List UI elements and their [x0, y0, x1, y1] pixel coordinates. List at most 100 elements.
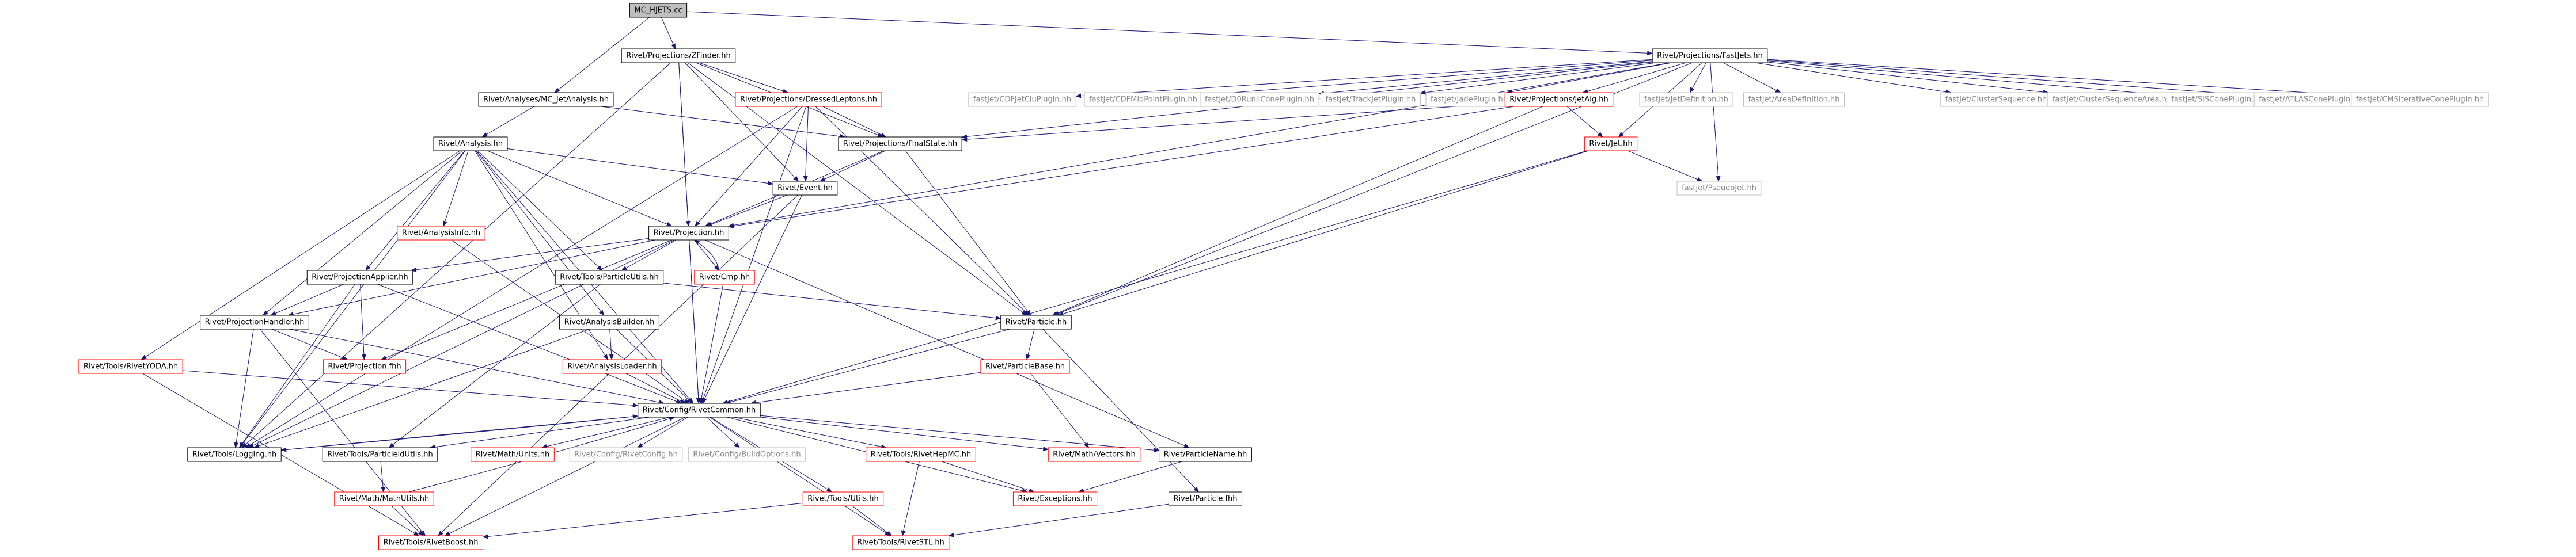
edge-cmp-to-rivetcommon	[699, 284, 724, 404]
edge-logging-to-rivetcommon	[281, 414, 639, 451]
node-label: fastjet/JetDefinition.hh	[1644, 96, 1728, 104]
graph-node-jetalg[interactable]: Rivet/Projections/JetAlg.hh	[1504, 92, 1614, 107]
graph-node-projection[interactable]: Rivet/Projection.hh	[648, 226, 729, 241]
graph-node-particlebase[interactable]: Rivet/ParticleBase.hh	[980, 359, 1070, 374]
graph-node-utils[interactable]: Rivet/Tools/Utils.hh	[802, 491, 884, 506]
node-label: fastjet/JadePlugin.hh	[1431, 96, 1508, 104]
graph-node-rivetcommon[interactable]: Rivet/Config/RivetCommon.hh	[638, 403, 761, 418]
node-box	[1012, 491, 1098, 506]
graph-node-mathvectors[interactable]: Rivet/Math/Vectors.hh	[1048, 447, 1141, 462]
graph-node-particlefhh[interactable]: Rivet/Particle.fhh	[1168, 491, 1243, 506]
edge-projapplier-to-projectionfhh	[360, 284, 366, 360]
edge-utils-to-rivetstl	[852, 505, 893, 536]
edge-projection-to-logging	[248, 239, 675, 448]
node-box	[638, 403, 761, 418]
node-label: Rivet/Tools/Logging.hh	[192, 451, 276, 459]
edge-root-to-mcjet	[554, 17, 650, 93]
node-label: Rivet/Tools/ParticleUtils.hh	[560, 273, 658, 282]
node-label: Rivet/Projections/ZFinder.hh	[626, 52, 731, 60]
edge-rivetcommon-to-particleidutils	[429, 417, 650, 449]
node-box	[559, 315, 659, 330]
graph-node-particleidutils[interactable]: Rivet/Tools/ParticleIdUtils.hh	[322, 447, 438, 462]
graph-node-projapplier[interactable]: Rivet/ProjectionApplier.hh	[306, 270, 413, 285]
edge-analysisbuilder-to-logging	[253, 329, 590, 448]
edge-particle-to-particlebase	[1026, 329, 1035, 360]
graph-node-siscone: fastjet/SISConePlugin.hh	[2166, 92, 2268, 107]
graph-node-fastjets[interactable]: Rivet/Projections/FastJets.hh	[1652, 48, 1768, 63]
edge-rivetcommon-to-buildoptions	[706, 417, 740, 448]
edge-analysis-to-analysisbuilder	[475, 150, 605, 316]
node-label: Rivet/Event.hh	[777, 184, 833, 193]
edge-analysis-to-rivetyoda	[141, 150, 460, 360]
graph-node-zfinder[interactable]: Rivet/Projections/ZFinder.hh	[621, 48, 736, 63]
graph-node-root[interactable]: MC_HJETS.cc	[629, 3, 688, 18]
node-box	[397, 226, 485, 241]
graph-node-analysisloader[interactable]: Rivet/AnalysisLoader.hh	[562, 359, 662, 374]
edge-analysis-to-logging	[239, 150, 466, 448]
edge-rivetcommon-to-rivetboost	[444, 417, 685, 536]
graph-node-rivetstl[interactable]: Rivet/Tools/RivetSTL.hh	[852, 535, 950, 550]
graph-node-jet[interactable]: Rivet/Jet.hh	[1584, 136, 1638, 151]
node-label: fastjet/CDFMidPointPlugin.hh	[1089, 96, 1197, 104]
edge-projhandler-to-logging	[234, 329, 254, 448]
node-box	[694, 270, 755, 285]
edge-analysis-to-analysisloader	[475, 150, 608, 360]
graph-node-d0run2: fastjet/D0RunIIConePlugin.hh	[1200, 92, 1319, 107]
graph-node-mathunits[interactable]: Rivet/Math/Units.hh	[471, 447, 555, 462]
graph-node-rivethepmc[interactable]: Rivet/Tools/RivetHepMC.hh	[866, 447, 976, 462]
edge-rivetyoda-to-rivetcommon	[183, 370, 639, 408]
node-label: Rivet/Particle.hh	[1006, 318, 1067, 327]
graph-node-cmp[interactable]: Rivet/Cmp.hh	[694, 270, 755, 285]
edge-rivetcommon-to-mathunits	[541, 417, 670, 449]
node-box	[621, 48, 736, 63]
node-label: fastjet/ATLASConePlugin.hh	[2259, 96, 2362, 104]
edge-rivetcommon-to-rivetstl	[709, 417, 891, 536]
graph-node-particleutils[interactable]: Rivet/Tools/ParticleUtils.hh	[555, 270, 664, 285]
graph-node-projectionfhh[interactable]: Rivet/Projection.fhh	[323, 359, 407, 374]
node-box	[78, 359, 183, 374]
edge-particlebase-to-rivetcommon	[750, 372, 981, 405]
edge-fastjets-to-projection	[728, 62, 1671, 228]
graph-node-mcjet[interactable]: Rivet/Analyses/MC_JetAnalysis.hh	[478, 92, 614, 107]
graph-node-mathutils[interactable]: Rivet/Math/MathUtils.hh	[334, 491, 434, 506]
edge-root-to-zfinder	[661, 17, 676, 49]
graph-node-projhandler[interactable]: Rivet/ProjectionHandler.hh	[200, 315, 309, 330]
graph-node-event[interactable]: Rivet/Event.hh	[772, 181, 838, 196]
graph-node-cdf_midpoint: fastjet/CDFMidPointPlugin.hh	[1084, 92, 1202, 107]
node-box	[838, 136, 962, 151]
graph-node-analysisbuilder[interactable]: Rivet/AnalysisBuilder.hh	[559, 315, 659, 330]
node-box	[1940, 92, 2052, 107]
graph-node-analysis[interactable]: Rivet/Analysis.hh	[433, 136, 508, 151]
graph-node-particle[interactable]: Rivet/Particle.hh	[1000, 315, 1072, 330]
edge-fastjets-to-cmsiter	[1767, 59, 2352, 98]
edge-event-to-rivetcommon	[702, 194, 802, 404]
edge-fastjets-to-clusterseq	[1755, 62, 1952, 94]
node-box	[735, 92, 882, 107]
graph-node-particlename[interactable]: Rivet/ParticleName.hh	[1159, 447, 1252, 462]
node-label: MC_HJETS.cc	[634, 6, 682, 15]
edge-dressed-to-event	[803, 106, 809, 182]
graph-node-rivetyoda[interactable]: Rivet/Tools/RivetYODA.hh	[78, 359, 183, 374]
graph-node-dressed[interactable]: Rivet/Projections/DressedLeptons.hh	[735, 92, 882, 107]
graph-node-analysisinfo[interactable]: Rivet/AnalysisInfo.hh	[397, 226, 485, 241]
node-label: Rivet/Math/MathUtils.hh	[339, 495, 429, 503]
edge-projection-to-projectionfhh	[381, 239, 673, 360]
node-label: Rivet/Projection.hh	[654, 229, 724, 238]
edge-projhandler-to-projectionfhh	[271, 329, 348, 360]
edge-analysis-to-particleutils	[477, 150, 603, 271]
graph-node-exceptions[interactable]: Rivet/Exceptions.hh	[1012, 491, 1098, 506]
edge-analysisbuilder-to-analysisloader	[609, 329, 614, 360]
edge-projection-to-projapplier	[410, 238, 649, 272]
edge-jet-to-particle	[1057, 150, 1589, 316]
edge-mcjet-to-finalstate	[601, 106, 846, 139]
graph-node-jade: fastjet/JadePlugin.hh	[1425, 92, 1513, 107]
graph-node-rivetboost[interactable]: Rivet/Tools/RivetBoost.hh	[378, 535, 483, 550]
graph-node-logging[interactable]: Rivet/Tools/Logging.hh	[187, 447, 282, 462]
node-label: fastjet/CMSIterativeConePlugin.hh	[2356, 96, 2484, 104]
node-box	[1504, 92, 1614, 107]
node-box	[378, 535, 483, 550]
edge-finalstate-to-event	[819, 150, 886, 182]
graph-node-finalstate[interactable]: Rivet/Projections/FinalState.hh	[838, 136, 962, 151]
node-box	[569, 447, 683, 462]
